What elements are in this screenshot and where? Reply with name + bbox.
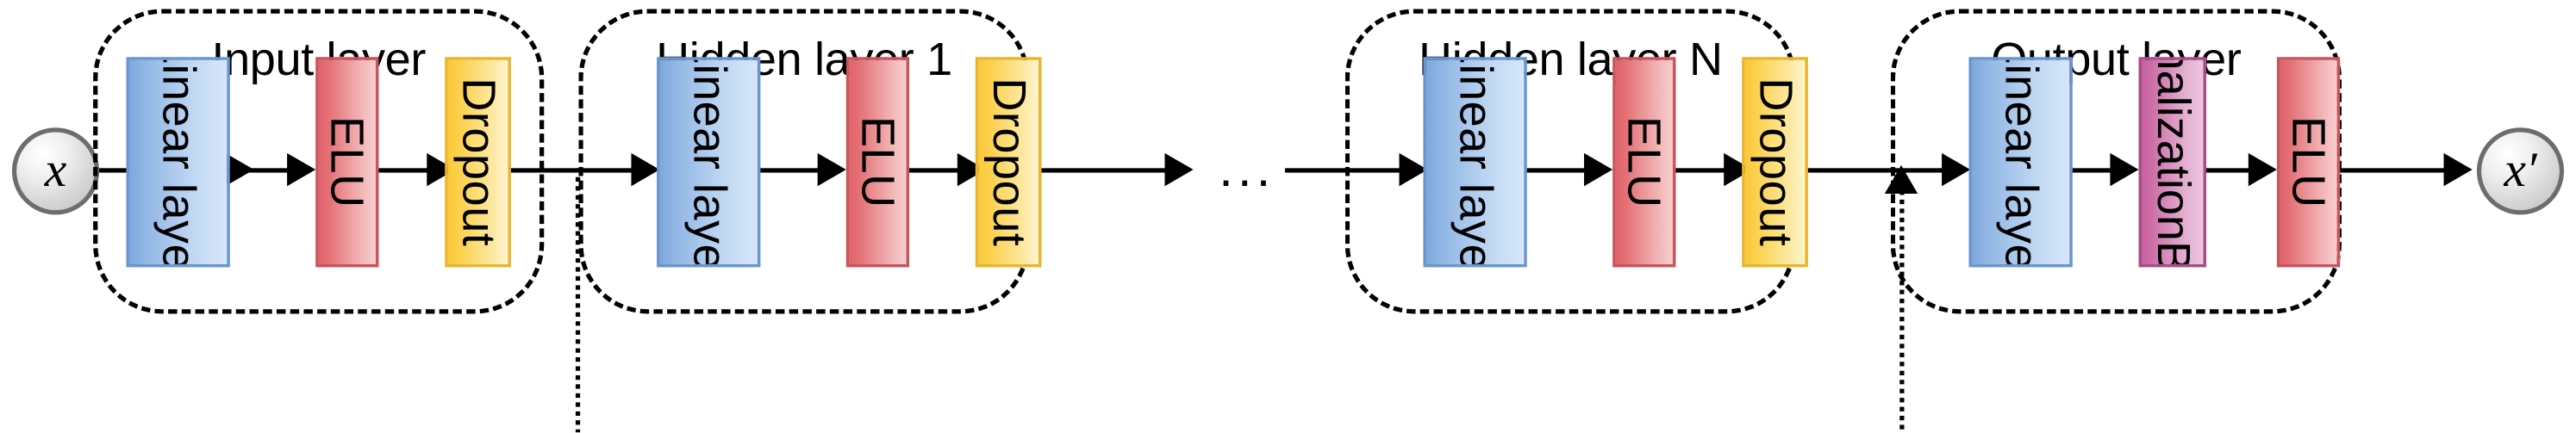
connector-input-elu-to-dropout [378,168,440,173]
block-input-layer-elu: ELU [315,57,379,268]
connector-hidden-1-elu-to-dropout [909,168,970,173]
block-output-batchnorm-label-line-2: normalization [2147,57,2200,241]
block-hidden-1-elu-label: ELU [851,115,905,208]
skip-connection-down-segment [575,168,581,433]
arrowhead-output-layer-to-output-node [2443,152,2473,187]
block-hidden-n-elu: ELU [1612,57,1676,268]
block-input-layer-linear: Linear layer [126,57,230,268]
block-hidden-n-dropout-label: Dropout [1749,77,1802,247]
group-output-layer-label: Output layer [1991,33,2242,86]
block-hidden-1-dropout-label: Dropout [982,77,1036,247]
arrowhead-ellipsis-to-hidden-n [1399,152,1428,187]
group-hidden-layer-1-label: Hidden layer 1 [656,33,952,86]
block-hidden-n-linear-label: Linear layer [1449,57,1503,268]
group-hidden-layer-n-label: Hidden layer N [1418,33,1723,86]
arrowhead-hidden-1-linear-to-elu [817,152,846,187]
output-node: x′ [2476,127,2565,215]
block-hidden-n-linear: Linear layer [1423,57,1527,268]
connector-output-batchnorm-to-elu [2206,168,2261,173]
block-hidden-1-linear-label: Linear layer [683,57,736,268]
block-hidden-1-elu: ELU [845,57,910,268]
block-output-elu-label: ELU [2282,115,2336,208]
arrowhead-hidden-1-to-ellipsis [1164,152,1194,187]
connector-hidden-n-elu-to-dropout [1675,168,1737,173]
arrowhead-hidden-n-to-output-layer [1942,152,1971,187]
connector-hidden-1-to-ellipsis [1041,168,1174,173]
arrowhead-input-layer-to-hidden-1 [631,152,660,187]
block-input-layer-dropout-label: Dropout [452,77,505,247]
output-node-label: x′ [2504,143,2537,198]
block-hidden-n-elu-label: ELU [1619,115,1672,208]
block-input-layer-elu-label: ELU [321,115,375,208]
arrowhead-output-batchnorm-to-elu [2248,152,2277,187]
connector-output-linear-to-batchnorm [2072,168,2123,173]
connector-output-layer-to-output-node [2340,168,2454,173]
connector-hidden-1-linear-to-elu [760,168,830,173]
block-output-batchnorm-label-line-1: Batch [2145,241,2199,264]
block-input-layer-dropout: Dropout [445,57,511,268]
arrowhead-hidden-n-linear-to-elu [1584,152,1613,187]
skip-connection-up-segment [1899,189,1905,433]
connector-input-linear-to-elu [229,168,300,173]
block-hidden-1-dropout: Dropout [975,57,1042,268]
block-hidden-1-linear: Linear layer [657,57,761,268]
block-output-batch-normalization: Batch normalization [2138,57,2207,268]
block-output-linear: Linear layer [1968,57,2073,268]
block-output-batchnorm-label-wrap: Batch normalization [2145,57,2200,264]
block-output-elu: ELU [2276,57,2341,268]
block-output-linear-label: Linear layer [1995,57,2049,268]
ellipsis-label: ... [1219,140,1276,199]
arrowhead-output-linear-to-batchnorm [2110,152,2139,187]
connector-hidden-n-to-output-layer [1807,168,1951,173]
skip-connection-arrowhead [1884,164,1918,194]
input-node: x [11,127,100,215]
block-hidden-n-dropout: Dropout [1742,57,1808,268]
block-input-layer-linear-label: Linear layer [153,57,206,268]
connector-input-layer-to-hidden-1 [510,168,640,173]
arrowhead-input-linear-to-elu [287,152,316,187]
connector-hidden-n-linear-to-elu [1526,168,1596,173]
input-node-label: x [44,143,67,198]
